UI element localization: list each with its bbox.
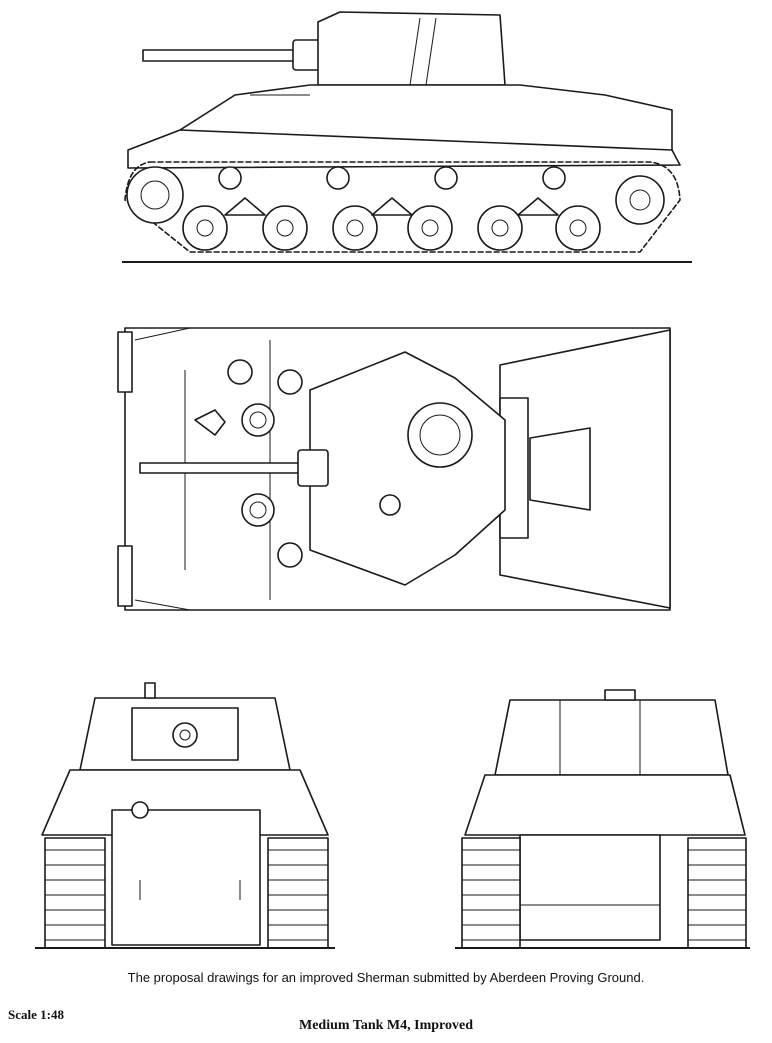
- scale-label: Scale 1:48: [8, 1007, 64, 1022]
- side-road-wheels: [182, 205, 601, 251]
- side-idler-wheel: [615, 175, 665, 225]
- front-turret: [79, 682, 291, 771]
- side-bogie-brackets: [224, 197, 559, 216]
- side-turret: [317, 11, 506, 86]
- side-gun-barrel: [142, 39, 322, 71]
- side-hull: [127, 84, 681, 169]
- tank-side-view: [122, 11, 692, 263]
- drawing-title: Medium Tank M4, Improved: [299, 1018, 473, 1033]
- top-turret: [309, 351, 506, 586]
- rear-turret: [494, 689, 729, 776]
- front-hull: [41, 769, 329, 946]
- tank-front-view: [35, 682, 335, 949]
- side-drive-sprocket: [126, 166, 184, 224]
- tank-top-view: [117, 327, 671, 611]
- rear-hull: [464, 774, 746, 941]
- tank-rear-view: [455, 689, 750, 949]
- rear-tracks: [461, 837, 747, 949]
- side-return-rollers: [218, 166, 566, 190]
- top-gun-barrel: [139, 449, 329, 487]
- top-engine-deck: [499, 329, 671, 609]
- top-track-ends: [117, 331, 133, 607]
- side-track: [124, 161, 681, 253]
- top-hatches: [194, 359, 303, 568]
- figure-caption: The proposal drawings for an improved Sh…: [127, 970, 645, 985]
